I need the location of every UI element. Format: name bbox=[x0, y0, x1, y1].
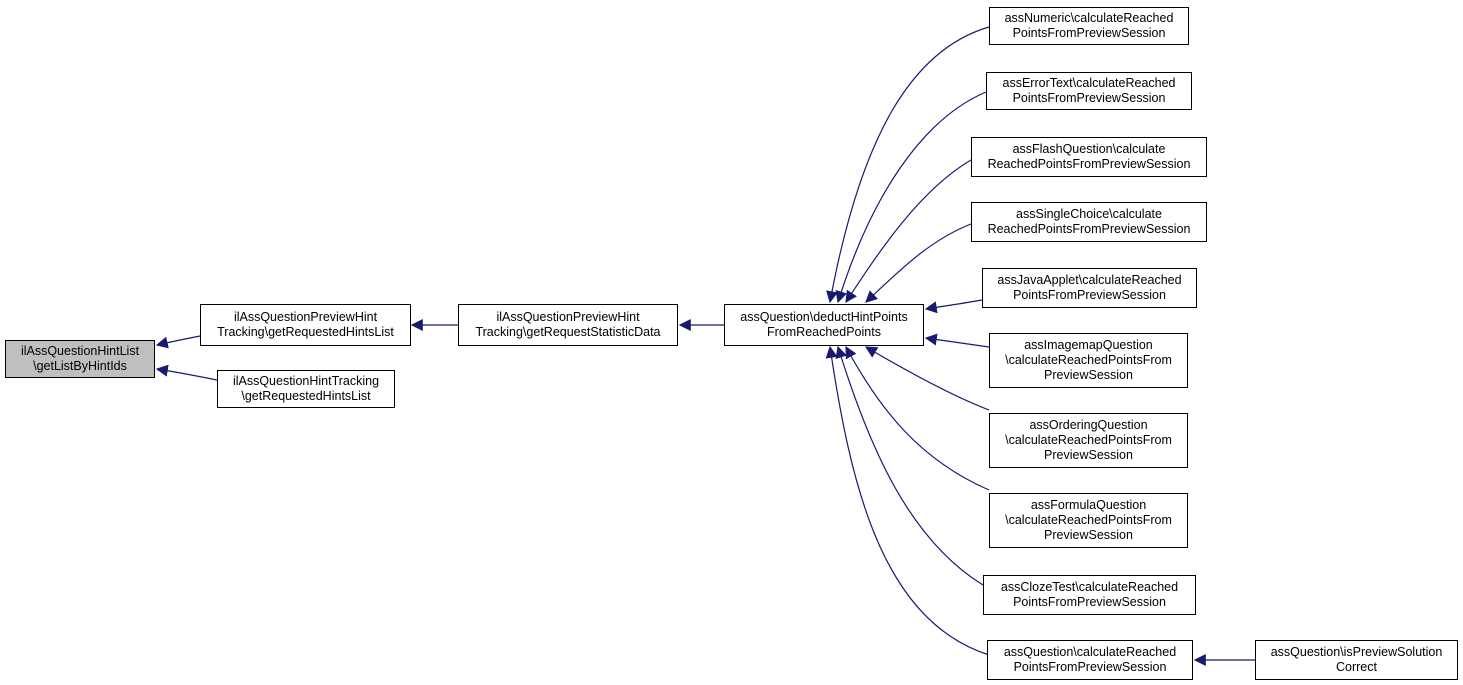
edge-preview-hints-to-root bbox=[155, 335, 201, 349]
edge-errortext-to-deduct bbox=[835, 91, 987, 304]
edge-ordering-to-deduct bbox=[864, 346, 990, 411]
edge-formula-to-deduct bbox=[845, 345, 990, 491]
edge-numeric-to-deduct bbox=[826, 26, 990, 304]
edge-singlechoice-to-deduct bbox=[865, 223, 972, 303]
node-ass-ordering-question-calculate[interactable]: assOrderingQuestion\calculateReachedPoin… bbox=[989, 413, 1188, 468]
edge-flash-to-deduct bbox=[845, 159, 972, 304]
node-root-get-list-by-hint-ids: ilAssQuestionHintList\getListByHintIds bbox=[5, 340, 155, 378]
edge-imagemap-to-deduct bbox=[924, 333, 990, 348]
node-hint-tracking-get-requested-hints-list[interactable]: ilAssQuestionHintTracking\getRequestedHi… bbox=[217, 370, 395, 408]
node-ass-formula-question-calculate[interactable]: assFormulaQuestion\calculateReachedPoint… bbox=[989, 493, 1188, 548]
edge-cloze-to-deduct bbox=[835, 345, 984, 586]
edge-tracking-hints-to-root bbox=[155, 364, 218, 381]
edge-javaapplet-to-deduct bbox=[924, 299, 983, 314]
node-ass-imagemap-question-calculate[interactable]: assImagemapQuestion\calculateReachedPoin… bbox=[989, 333, 1188, 388]
edge-question-calc-to-deduct bbox=[825, 345, 990, 656]
